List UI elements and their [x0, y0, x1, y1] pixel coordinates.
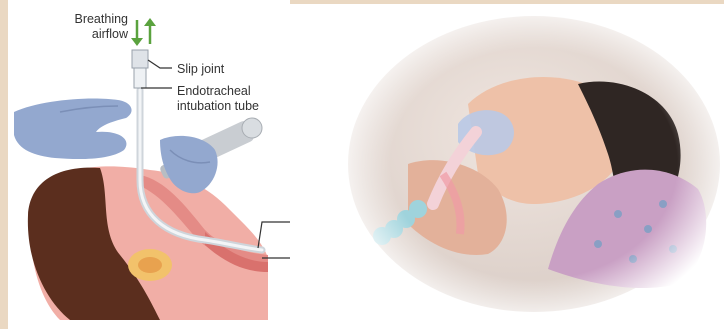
airflow-arrows — [131, 18, 156, 46]
label-slip-joint: Slip joint — [177, 62, 224, 77]
frame-top-border — [290, 0, 724, 4]
label-endotracheal-tube: Endotracheal intubation tube — [177, 84, 287, 114]
left-glove — [14, 99, 132, 160]
slip-joint — [132, 50, 148, 68]
label-breathing-airflow: Breathing airflow — [58, 12, 128, 42]
patient-photo — [348, 14, 720, 314]
intubation-illustration — [0, 0, 290, 329]
